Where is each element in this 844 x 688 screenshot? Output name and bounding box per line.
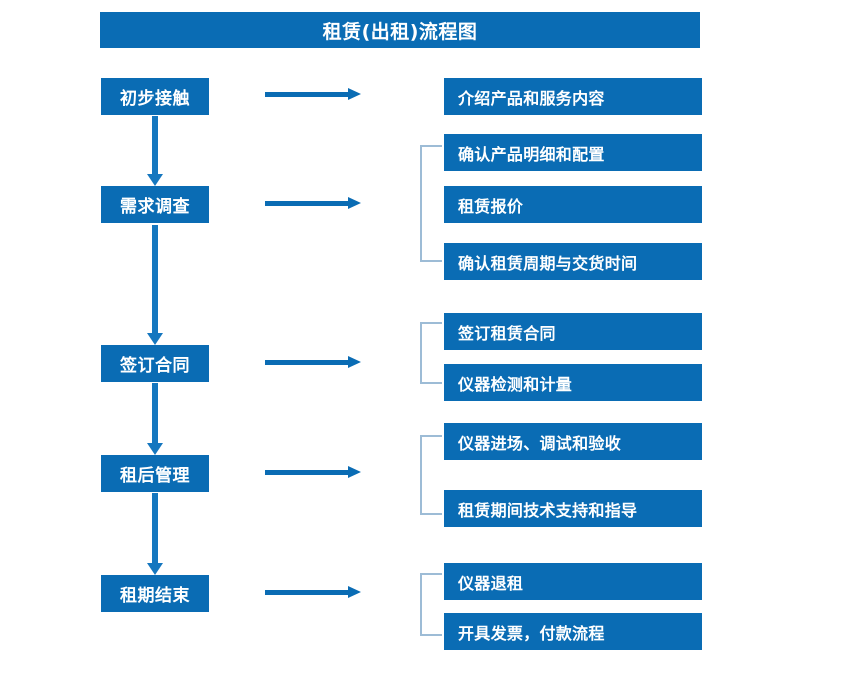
- group-bracket-endrent: [420, 573, 442, 636]
- arrow-head: [348, 356, 361, 368]
- branch-arrow-requirement-survey: [265, 195, 361, 213]
- branch-arrow-sign-contract: [265, 354, 361, 372]
- stage-box-sign-contract[interactable]: 签订合同: [101, 345, 209, 382]
- arrow-head: [147, 563, 163, 575]
- flow-arrow-contact-to-requirement: [146, 116, 164, 186]
- page-title: 租赁(出租)流程图: [100, 12, 700, 48]
- branch-arrow-post-rent-management: [265, 464, 361, 482]
- detail-box-technical-support[interactable]: 租赁期间技术支持和指导: [444, 490, 702, 527]
- arrow-head: [348, 197, 361, 209]
- stage-box-post-rent-management[interactable]: 租后管理: [101, 455, 209, 492]
- arrow-shaft: [152, 225, 158, 334]
- group-bracket-postrent: [420, 435, 442, 515]
- arrow-head: [147, 443, 163, 455]
- detail-box-instrument-onsite-commissioning[interactable]: 仪器进场、调试和验收: [444, 423, 702, 460]
- arrow-head: [348, 466, 361, 478]
- group-bracket-requirement: [420, 145, 442, 262]
- arrow-shaft: [265, 201, 349, 206]
- arrow-head: [147, 333, 163, 345]
- arrow-shaft: [152, 493, 158, 564]
- detail-box-rental-quotation[interactable]: 租赁报价: [444, 186, 702, 223]
- arrow-shaft: [265, 92, 349, 97]
- detail-box-sign-rental-contract[interactable]: 签订租赁合同: [444, 313, 702, 350]
- stage-box-requirement-survey[interactable]: 需求调查: [101, 186, 209, 223]
- flow-arrow-contract-to-postrent: [146, 383, 164, 455]
- detail-box-introduce-products[interactable]: 介绍产品和服务内容: [444, 78, 702, 115]
- arrow-shaft: [265, 470, 349, 475]
- detail-box-confirm-product-details[interactable]: 确认产品明细和配置: [444, 134, 702, 171]
- arrow-head: [147, 174, 163, 186]
- arrow-shaft: [265, 590, 349, 595]
- stage-box-rent-period-end[interactable]: 租期结束: [101, 575, 209, 612]
- branch-arrow-initial-contact: [265, 86, 361, 104]
- arrow-shaft: [152, 383, 158, 444]
- detail-box-invoice-payment[interactable]: 开具发票，付款流程: [444, 613, 702, 650]
- arrow-shaft: [152, 116, 158, 175]
- detail-box-confirm-rental-period[interactable]: 确认租赁周期与交货时间: [444, 243, 702, 280]
- stage-box-initial-contact[interactable]: 初步接触: [101, 78, 209, 115]
- detail-box-instrument-inspection[interactable]: 仪器检测和计量: [444, 364, 702, 401]
- arrow-head: [348, 88, 361, 100]
- arrow-shaft: [265, 360, 349, 365]
- detail-box-instrument-return[interactable]: 仪器退租: [444, 563, 702, 600]
- arrow-head: [348, 586, 361, 598]
- flow-arrow-postrent-to-endrent: [146, 493, 164, 575]
- group-bracket-contract: [420, 322, 442, 384]
- branch-arrow-rent-period-end: [265, 584, 361, 602]
- flow-arrow-requirement-to-contract: [146, 225, 164, 345]
